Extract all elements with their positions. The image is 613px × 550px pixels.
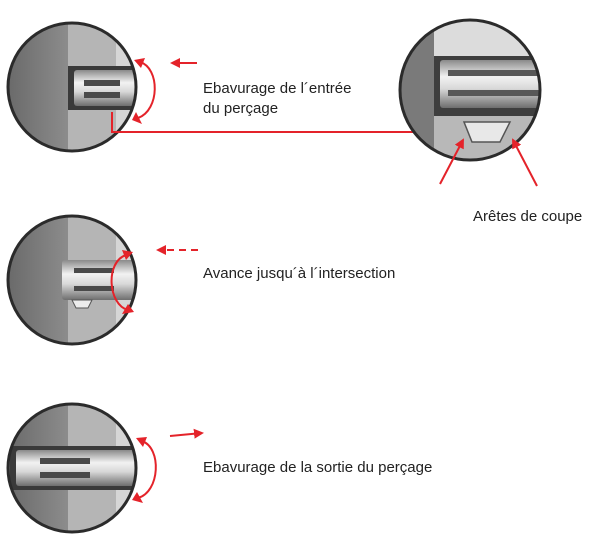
step2-illustration: [6, 214, 138, 346]
step3-illustration: [6, 402, 138, 534]
cutting-edge-arrow-left: [439, 138, 464, 185]
step1-rotation-arrow: [132, 58, 156, 124]
detail-illustration: [398, 18, 542, 162]
connector-arrow: [111, 112, 446, 137]
step1-label: Ebavurage de l´entrée du perçage: [203, 79, 351, 119]
step3-direction-arrow: [169, 428, 204, 439]
cutting-edge-arrow-right: [512, 138, 538, 187]
step3-rotation-arrow: [132, 437, 157, 503]
step2-label: Avance jusqu´à l´intersection: [203, 265, 396, 282]
cutting-edges-label: Arêtes de coupe: [473, 208, 583, 225]
step3-label: Ebavurage de la sortie du perçage: [203, 459, 433, 476]
step2-rotation-arrow: [110, 250, 134, 314]
step1-label-line2: du perçage: [203, 100, 279, 117]
step1-label-line1: Ebavurage de l´entrée: [203, 80, 352, 97]
step1-illustration: [6, 21, 138, 153]
